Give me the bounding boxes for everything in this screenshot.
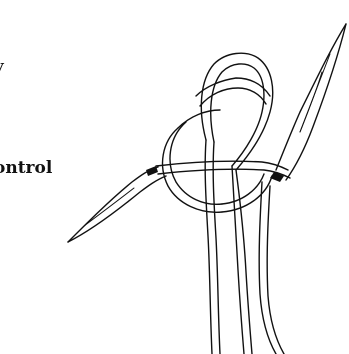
left-blade bbox=[68, 166, 166, 242]
crossing-rope bbox=[156, 161, 290, 178]
right-blade bbox=[270, 24, 346, 182]
hanging-strands bbox=[205, 140, 284, 354]
